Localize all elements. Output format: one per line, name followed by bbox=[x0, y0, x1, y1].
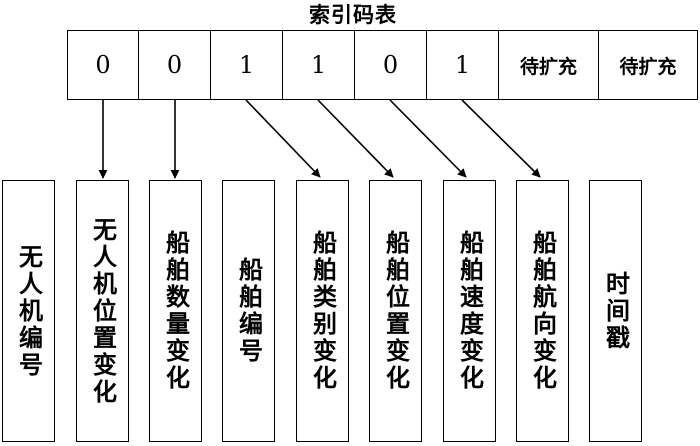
field-ship-speed-change: 船舶速度变化 bbox=[443, 180, 496, 442]
index-cell-reserved-2: 待扩充 bbox=[598, 30, 698, 100]
field-timestamp: 时间戳 bbox=[589, 180, 642, 442]
field-uav-id-label: 无人机编号 bbox=[14, 243, 43, 379]
index-table-title: 索引码表 bbox=[309, 3, 397, 27]
arrow-cell5-to-ship-speed bbox=[389, 99, 467, 178]
field-uav-id: 无人机编号 bbox=[2, 180, 55, 442]
field-ship-category-change-label: 船舶类别变化 bbox=[308, 230, 337, 392]
arrow-cell3-to-ship-category bbox=[245, 99, 321, 178]
field-ship-position-change: 船舶位置变化 bbox=[369, 180, 422, 442]
field-ship-heading-change: 船舶航向变化 bbox=[516, 180, 569, 442]
field-uav-position-change-label: 无人机位置变化 bbox=[88, 216, 117, 406]
field-timestamp-label: 时间戳 bbox=[601, 270, 630, 352]
field-ship-heading-change-label: 船舶航向变化 bbox=[528, 230, 557, 392]
field-ship-count-change: 船舶数量变化 bbox=[149, 180, 202, 442]
field-uav-position-change: 无人机位置变化 bbox=[76, 180, 129, 442]
field-ship-id: 船舶编号 bbox=[222, 180, 275, 442]
field-ship-count-change-label: 船舶数量变化 bbox=[161, 230, 190, 392]
field-ship-category-change: 船舶类别变化 bbox=[296, 180, 349, 442]
index-cell-6: 1 bbox=[426, 30, 499, 100]
field-ship-id-label: 船舶编号 bbox=[234, 257, 263, 365]
index-cell-reserved-1: 待扩充 bbox=[498, 30, 599, 100]
index-cell-3: 1 bbox=[210, 30, 283, 100]
arrow-cell4-to-ship-position bbox=[317, 99, 394, 178]
index-cell-1: 0 bbox=[67, 30, 139, 100]
arrow-cell6-to-ship-heading bbox=[461, 99, 541, 178]
field-ship-position-change-label: 船舶位置变化 bbox=[381, 230, 410, 392]
field-ship-speed-change-label: 船舶速度变化 bbox=[455, 230, 484, 392]
